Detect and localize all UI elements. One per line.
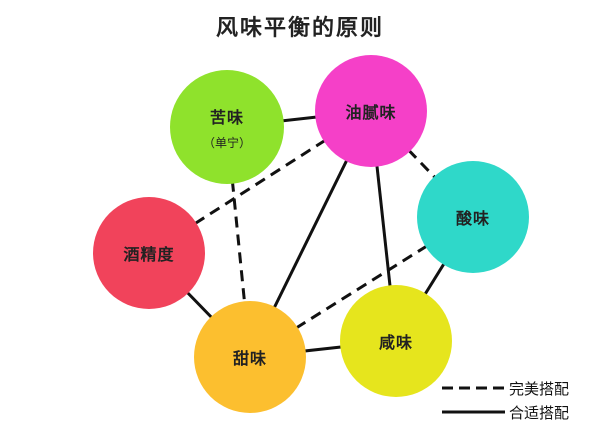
node-label: 咸味 <box>378 333 413 352</box>
node-label: 油腻味 <box>345 103 397 122</box>
node-label: 酸味 <box>455 209 490 228</box>
node-label: 甜味 <box>232 349 267 368</box>
legend-dashed-label: 完美搭配 <box>509 380 570 398</box>
legend-solid-label: 合适搭配 <box>509 404 570 422</box>
node-oily: 油腻味 <box>315 55 427 167</box>
node-bitter: 苦味 （单宁） <box>170 70 284 184</box>
node-label: 苦味 <box>209 107 244 127</box>
node-sour: 酸味 <box>417 161 529 273</box>
node-sublabel: （单宁） <box>202 135 251 150</box>
node-sweet: 甜味 <box>194 301 306 413</box>
diagram-title: 风味平衡的原则 <box>215 15 384 41</box>
node-label: 酒精度 <box>123 245 175 264</box>
node-salty: 咸味 <box>340 285 452 397</box>
node-alcohol: 酒精度 <box>93 197 205 309</box>
